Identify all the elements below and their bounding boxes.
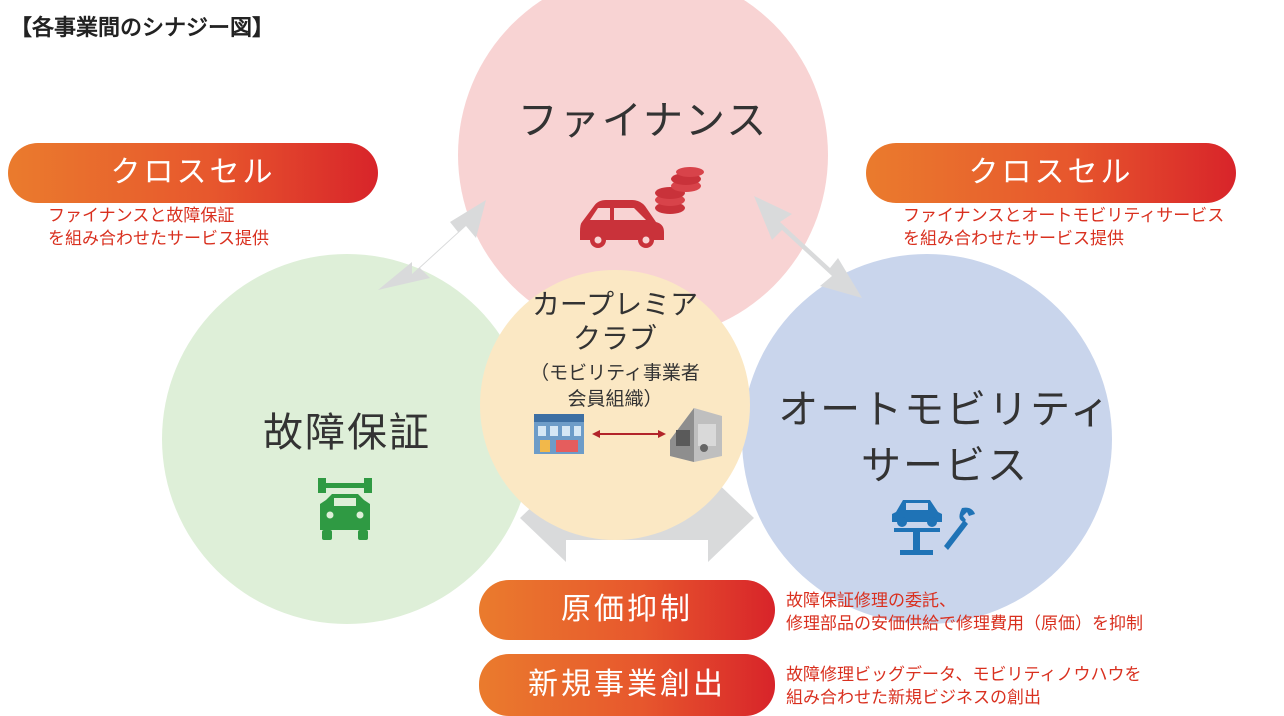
car-with-coins-icon — [580, 167, 704, 248]
store-icon — [534, 414, 584, 454]
cross-sell-right-desc-line1: ファイナンスとオートモビリティサービス — [903, 206, 1225, 226]
finance-label: ファイナンス — [517, 98, 769, 144]
car-lift-wrench-icon — [892, 500, 975, 555]
cross-sell-left-desc-line2: を組み合わせたサービス提供 — [48, 229, 269, 249]
auto-mobility-label-line1: オートモビリティ — [778, 387, 1112, 433]
arrow-finance-auto — [754, 196, 862, 298]
cost-control-desc-line1: 故障保証修理の委託、 — [786, 591, 956, 611]
cost-control-desc-line2: 修理部品の安価供給で修理費用（原価）を抑制 — [786, 614, 1143, 634]
club-sub-line1: （モビリティ事業者 — [530, 362, 700, 384]
club-label-line2: クラブ — [572, 322, 657, 355]
car-with-wrench-icon — [318, 478, 372, 540]
cross-sell-right-desc-line2: を組み合わせたサービス提供 — [903, 229, 1124, 249]
club-sub-line2: 会員組織） — [567, 388, 663, 410]
diagram-title: 【各事業間のシナジー図】 — [10, 16, 275, 41]
auto-mobility-label-line2: サービス — [861, 443, 1029, 489]
warranty-circle — [162, 254, 532, 624]
double-arrow-icon — [592, 430, 666, 438]
new-business-desc: 故障修理ビッグデータ、モビリティノウハウを 組み合わせた新規ビジネスの創出 — [786, 664, 1141, 710]
cross-sell-right-desc: ファイナンスとオートモビリティサービス を組み合わせたサービス提供 — [903, 205, 1224, 251]
club-label: カープレミア クラブ — [480, 288, 750, 356]
cross-sell-right-badge: クロスセル — [866, 143, 1236, 203]
auto-mobility-circle — [742, 254, 1112, 624]
cross-sell-left-desc-line1: ファイナンスと故障保証 — [48, 206, 235, 226]
warranty-label: 故障保証 — [263, 410, 431, 456]
cross-sell-left-badge: クロスセル — [8, 143, 378, 203]
new-business-badge: 新規事業創出 — [479, 654, 775, 716]
cost-control-desc: 故障保証修理の委託、 修理部品の安価供給で修理費用（原価）を抑制 — [786, 590, 1143, 636]
cost-control-badge: 原価抑制 — [479, 580, 775, 640]
auto-mobility-label: オートモビリティ サービス — [740, 382, 1150, 494]
club-sub-label: （モビリティ事業者 会員組織） — [480, 360, 750, 412]
new-business-desc-line2: 組み合わせた新規ビジネスの創出 — [786, 688, 1041, 708]
arrow-finance-warranty — [378, 200, 486, 290]
club-circle — [480, 270, 750, 540]
cross-sell-left-desc: ファイナンスと故障保証 を組み合わせたサービス提供 — [48, 205, 269, 251]
club-label-line1: カープレミア — [531, 288, 699, 321]
new-business-desc-line1: 故障修理ビッグデータ、モビリティノウハウを — [786, 665, 1142, 685]
garage-icon — [670, 408, 722, 462]
